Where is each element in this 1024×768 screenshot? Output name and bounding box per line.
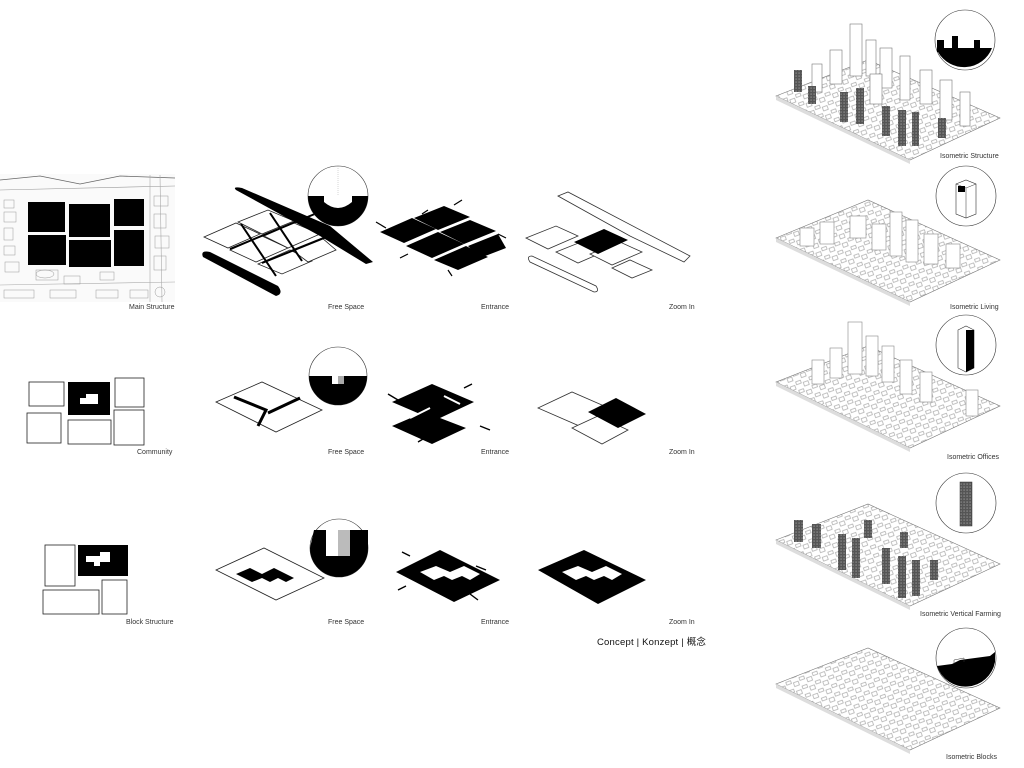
zoom-in-label-2: Zoom In bbox=[669, 449, 695, 456]
iso-offices-label: Isometric Offices bbox=[947, 454, 999, 461]
iso-blocks-label: Isometric Blocks bbox=[946, 754, 997, 761]
iso-structure-model bbox=[775, 9, 1001, 164]
iso-structure-label: Isometric Structure bbox=[940, 153, 999, 160]
row2-entrance bbox=[387, 383, 491, 444]
main-structure-label: Main Structure bbox=[129, 304, 175, 311]
site-map bbox=[0, 174, 176, 303]
row2-zoom-in bbox=[537, 391, 646, 445]
iso-vertical-farming-model bbox=[775, 472, 1001, 610]
iso-vertical-farming-label: Isometric Vertical Farming bbox=[920, 611, 1001, 618]
block-structure-plan bbox=[42, 544, 128, 615]
community-label: Community bbox=[137, 449, 173, 456]
entrance-label-1: Entrance bbox=[481, 304, 510, 311]
free-space-label-3: Free Space bbox=[328, 619, 365, 626]
iso-blocks-model bbox=[775, 627, 1001, 754]
concept-caption: Concept | Konzept | 概念 bbox=[597, 637, 707, 648]
row3-zoom-in bbox=[538, 550, 646, 604]
community-plan bbox=[26, 377, 145, 446]
row1-entrance bbox=[375, 199, 507, 277]
free-space-label-2: Free Space bbox=[328, 449, 365, 456]
row3-free-space bbox=[215, 518, 369, 601]
iso-living-label: Isometric Living bbox=[950, 304, 999, 311]
zoom-in-label-3: Zoom In bbox=[669, 619, 695, 626]
block-structure-label: Block Structure bbox=[126, 619, 174, 626]
row1-free-space bbox=[202, 165, 373, 296]
entrance-label-3: Entrance bbox=[481, 619, 510, 626]
free-space-label-1: Free Space bbox=[328, 304, 365, 311]
iso-offices-model bbox=[775, 314, 1001, 452]
iso-living-model bbox=[775, 165, 1001, 306]
row1-zoom-in bbox=[525, 191, 691, 293]
row3-entrance bbox=[396, 550, 500, 602]
row2-free-space bbox=[215, 346, 368, 433]
zoom-in-label-1: Zoom In bbox=[669, 304, 695, 311]
entrance-label-2: Entrance bbox=[481, 449, 510, 456]
